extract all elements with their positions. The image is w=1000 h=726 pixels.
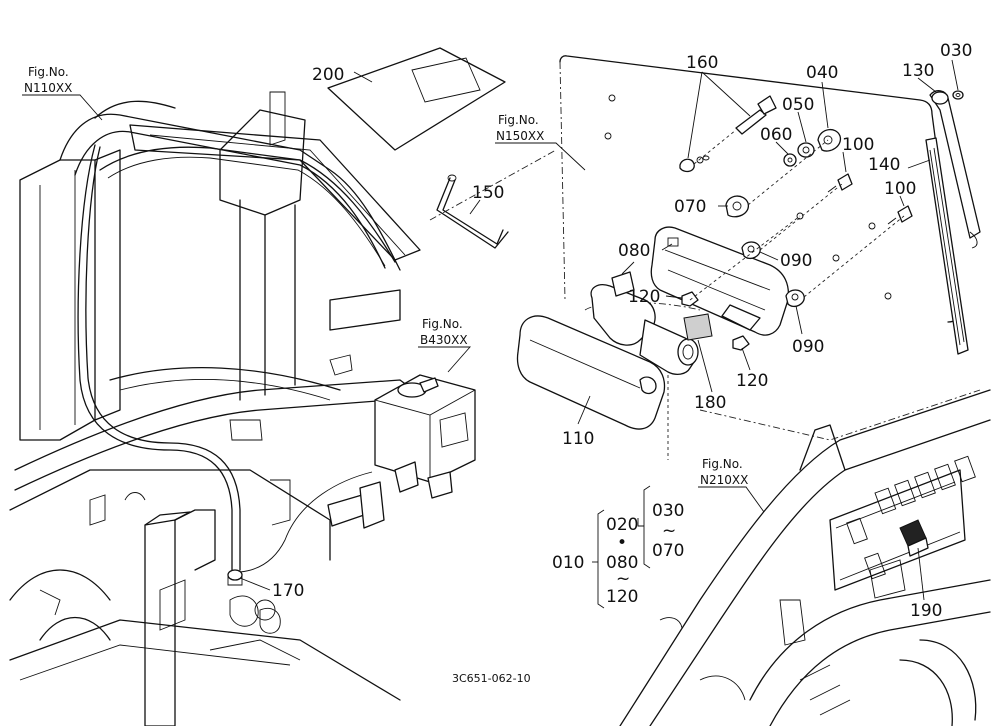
key-070: 070 xyxy=(652,541,684,561)
key-010: 010 xyxy=(552,553,584,573)
callout-200: 200 xyxy=(312,65,344,85)
callout-030: 030 xyxy=(940,41,972,61)
part-160-bolt xyxy=(679,95,777,173)
figref-b430-line2: B430XX xyxy=(420,333,468,347)
callout-120-a: 120 xyxy=(628,287,660,307)
callout-110: 110 xyxy=(562,429,594,449)
callout-100-a: 100 xyxy=(842,135,874,155)
callout-090-b: 090 xyxy=(792,337,824,357)
callout-120-b: 120 xyxy=(736,371,768,391)
callout-160: 160 xyxy=(686,53,718,73)
figref-n210-line2: N210XX xyxy=(700,473,748,487)
part-070-bushing xyxy=(725,195,749,218)
figure-reference-n150: Fig.No. N150XX xyxy=(496,113,544,143)
part-180-pad xyxy=(683,313,713,341)
leader-lines xyxy=(22,59,959,601)
callout-070: 070 xyxy=(674,197,706,217)
part-120-nut-a xyxy=(681,291,699,307)
part-060-washer xyxy=(783,153,797,167)
part-130-wiper-arm xyxy=(929,90,981,249)
part-120-nut-b xyxy=(732,335,750,351)
key-120: 120 xyxy=(606,587,638,607)
part-090-grommet-a xyxy=(741,241,761,260)
key-tilde-2: ~ xyxy=(616,569,630,589)
figure-reference-b430: Fig.No. B430XX xyxy=(420,317,468,347)
part-190-switch xyxy=(899,519,929,557)
part-170-nozzle xyxy=(227,569,243,586)
drawing-code: 3C651-062-10 xyxy=(452,672,531,685)
part-040-grommet xyxy=(817,129,842,152)
figure-reference-n210: Fig.No. N210XX xyxy=(700,457,748,487)
part-050-washer xyxy=(797,142,815,158)
part-080-bracket xyxy=(650,226,790,336)
cab-frame xyxy=(9,91,421,726)
callout-080: 080 xyxy=(618,241,650,261)
part-100-bolt-b xyxy=(887,205,913,225)
washer-tank xyxy=(239,374,476,573)
part-030-nut xyxy=(952,90,964,100)
callout-040: 040 xyxy=(806,63,838,83)
callout-180: 180 xyxy=(694,393,726,413)
figref-n110-line2: N110XX xyxy=(24,81,72,95)
part-200-sheet xyxy=(327,47,506,151)
part-090-grommet-b xyxy=(785,289,805,308)
figref-n150-line2: N150XX xyxy=(496,129,544,143)
figref-n110-line1: Fig.No. xyxy=(28,65,69,79)
figref-b430-line1: Fig.No. xyxy=(422,317,463,331)
part-110-cover xyxy=(516,315,666,430)
callout-130: 130 xyxy=(902,61,934,81)
figref-n210-line1: Fig.No. xyxy=(702,457,743,471)
key-030: 030 xyxy=(652,501,684,521)
figref-n150-line1: Fig.No. xyxy=(498,113,539,127)
part-100-bolt-a xyxy=(827,173,853,193)
key-080: 080 xyxy=(606,553,638,573)
part-140-wiper-blade xyxy=(925,137,969,355)
callouts: 200 160 040 030 130 050 060 100 140 100 … xyxy=(272,41,972,621)
callout-060: 060 xyxy=(760,125,792,145)
callout-090-a: 090 xyxy=(780,251,812,271)
key-tilde-1: ~ xyxy=(662,521,676,541)
assembly-key-brackets xyxy=(592,485,651,609)
callout-100-b: 100 xyxy=(884,179,916,199)
callout-170: 170 xyxy=(272,581,304,601)
figure-reference-n110: Fig.No. N110XX xyxy=(24,65,72,95)
callout-140: 140 xyxy=(868,155,900,175)
callout-150: 150 xyxy=(472,183,504,203)
wiper-motor xyxy=(590,261,699,375)
callout-190: 190 xyxy=(910,601,942,621)
dash-panel xyxy=(619,389,991,726)
assembly-key: 030 ~ 070 020 • 080 010 ~ 120 xyxy=(552,501,684,607)
callout-050: 050 xyxy=(782,95,814,115)
key-dot: • xyxy=(617,533,627,553)
key-020: 020 xyxy=(606,515,638,535)
part-150-pipe xyxy=(436,174,509,249)
